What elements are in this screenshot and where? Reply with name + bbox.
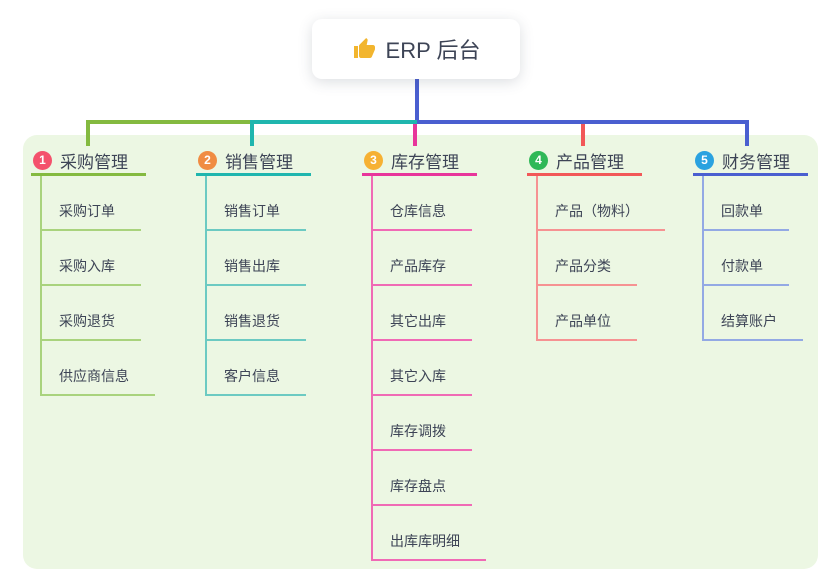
child-node[interactable]: 采购入库 <box>42 231 141 286</box>
branch-label: 库存管理 <box>391 153 459 172</box>
child-label: 供应商信息 <box>59 368 129 384</box>
drop-connector-product <box>581 124 585 146</box>
child-node[interactable]: 产品分类 <box>538 231 637 286</box>
branch-label: 销售管理 <box>225 153 293 172</box>
child-node[interactable]: 结算账户 <box>704 286 803 341</box>
root-node[interactable]: ERP 后台 <box>312 19 520 79</box>
child-node[interactable]: 供应商信息 <box>42 341 155 396</box>
child-label: 销售出库 <box>224 258 280 274</box>
branch-sales-management: 2 销售管理 销售订单 销售出库 销售退货 客户信息 <box>196 148 311 396</box>
child-node[interactable]: 销售退货 <box>207 286 306 341</box>
child-label: 销售退货 <box>224 313 280 329</box>
branch-index-badge: 2 <box>198 151 217 170</box>
rail-segment-finance <box>417 120 749 124</box>
child-node[interactable]: 库存调拨 <box>373 396 472 451</box>
child-node[interactable]: 付款单 <box>704 231 789 286</box>
child-node[interactable]: 采购订单 <box>42 176 141 231</box>
child-label: 销售订单 <box>224 203 280 219</box>
branch-label: 采购管理 <box>60 153 128 172</box>
branch-children: 产品（物料） 产品分类 产品单位 <box>536 176 665 341</box>
child-label: 结算账户 <box>721 313 777 329</box>
child-label: 客户信息 <box>224 368 280 384</box>
drop-connector-purchase <box>86 120 90 146</box>
child-node[interactable]: 回款单 <box>704 176 789 231</box>
branch-index-badge: 5 <box>695 151 714 170</box>
branch-title-finance[interactable]: 5 财务管理 <box>693 148 808 176</box>
branch-children: 销售订单 销售出库 销售退货 客户信息 <box>205 176 311 396</box>
branch-title-inventory[interactable]: 3 库存管理 <box>362 148 477 176</box>
thumbs-up-icon <box>352 37 376 61</box>
root-node-label: ERP 后台 <box>385 38 481 63</box>
child-label: 产品单位 <box>555 313 611 329</box>
branch-finance-management: 5 财务管理 回款单 付款单 结算账户 <box>693 148 808 341</box>
child-label: 回款单 <box>721 203 763 219</box>
child-node[interactable]: 其它入库 <box>373 341 472 396</box>
child-label: 采购订单 <box>59 203 115 219</box>
child-node[interactable]: 产品库存 <box>373 231 472 286</box>
branch-label: 产品管理 <box>556 153 624 172</box>
child-node[interactable]: 仓库信息 <box>373 176 472 231</box>
child-label: 产品库存 <box>390 258 446 274</box>
child-label: 付款单 <box>721 258 763 274</box>
root-connector <box>415 79 419 124</box>
child-label: 采购退货 <box>59 313 115 329</box>
rail-segment-purchase <box>86 120 252 124</box>
drop-connector-finance <box>745 120 749 146</box>
branch-title-purchase[interactable]: 1 采购管理 <box>31 148 146 176</box>
child-node[interactable]: 其它出库 <box>373 286 472 341</box>
child-label: 出库库明细 <box>390 533 460 549</box>
child-label: 产品（物料） <box>555 203 639 219</box>
child-label: 产品分类 <box>555 258 611 274</box>
drop-connector-inventory <box>413 124 417 146</box>
branch-index-badge: 4 <box>529 151 548 170</box>
rail-segment-sales <box>250 120 417 124</box>
child-label: 仓库信息 <box>390 203 446 219</box>
branch-purchase-management: 1 采购管理 采购订单 采购入库 采购退货 供应商信息 <box>31 148 155 396</box>
child-node[interactable]: 销售订单 <box>207 176 306 231</box>
mindmap-background-panel <box>23 135 818 569</box>
branch-title-product[interactable]: 4 产品管理 <box>527 148 642 176</box>
branch-index-badge: 1 <box>33 151 52 170</box>
child-label: 库存调拨 <box>390 423 446 439</box>
branch-children: 回款单 付款单 结算账户 <box>702 176 808 341</box>
branch-children: 仓库信息 产品库存 其它出库 其它入库 库存调拨 库存盘点 出库库明细 <box>371 176 486 561</box>
child-node[interactable]: 采购退货 <box>42 286 141 341</box>
drop-connector-sales <box>250 120 254 146</box>
child-node[interactable]: 销售出库 <box>207 231 306 286</box>
child-label: 库存盘点 <box>390 478 446 494</box>
child-node[interactable]: 库存盘点 <box>373 451 472 506</box>
child-node[interactable]: 客户信息 <box>207 341 306 396</box>
child-node[interactable]: 产品单位 <box>538 286 637 341</box>
child-label: 采购入库 <box>59 258 115 274</box>
branch-label: 财务管理 <box>722 153 790 172</box>
branch-product-management: 4 产品管理 产品（物料） 产品分类 产品单位 <box>527 148 665 341</box>
child-label: 其它出库 <box>390 313 446 329</box>
child-node[interactable]: 产品（物料） <box>538 176 665 231</box>
child-node[interactable]: 出库库明细 <box>373 506 486 561</box>
branch-title-sales[interactable]: 2 销售管理 <box>196 148 311 176</box>
branch-index-badge: 3 <box>364 151 383 170</box>
child-label: 其它入库 <box>390 368 446 384</box>
branch-children: 采购订单 采购入库 采购退货 供应商信息 <box>40 176 155 396</box>
branch-inventory-management: 3 库存管理 仓库信息 产品库存 其它出库 其它入库 库存调拨 库存盘点 出库库… <box>362 148 486 561</box>
